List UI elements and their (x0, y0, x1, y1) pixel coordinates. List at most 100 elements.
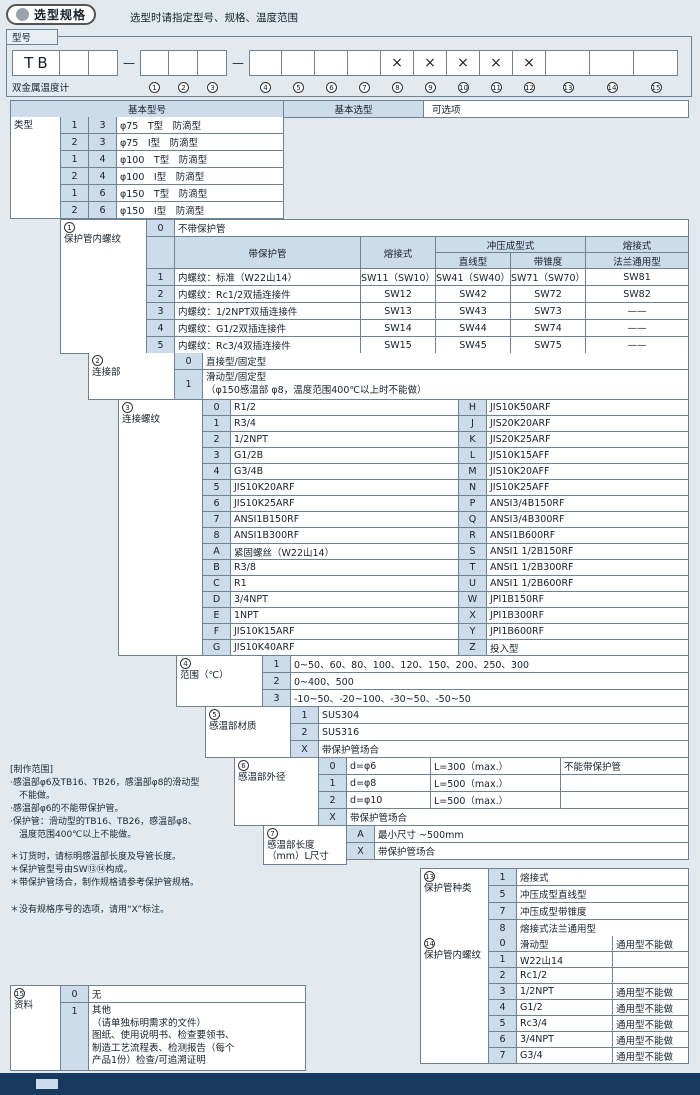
s7-row: X 带保护管场合 (347, 843, 689, 860)
type-description: φ100 T型 防滴型 (117, 151, 284, 168)
position-number: 14 (590, 81, 634, 93)
section-5-label: 5 感温部材质 (206, 707, 291, 758)
sw-straight: SW41（SW40） (436, 269, 511, 286)
position-number: 1 (140, 81, 169, 93)
option-code: 8 (489, 920, 517, 937)
type-code-2: 6 (89, 185, 117, 202)
option-code: K (459, 432, 487, 448)
option-code: E (203, 608, 231, 624)
circled-number: 14 (424, 938, 435, 949)
position-number: 12 (513, 81, 546, 93)
circled-number: 5 (209, 709, 220, 720)
option-code: 0 (489, 936, 517, 952)
type-code-2: 6 (89, 202, 117, 219)
model-digit-box (169, 50, 198, 76)
model-x-box: × (513, 50, 546, 76)
section-6-outer-diameter: 6 感温部外径 0 d=φ6 L=300（max.） 不能带保护管 1 d=φ8… (234, 758, 689, 826)
model-digit-box (60, 50, 89, 76)
thread-value: JIS10K25AFF (487, 480, 689, 496)
circled-number: 15 (14, 988, 25, 999)
option-code: 6 (203, 496, 231, 512)
thread-value: R3/8 (231, 560, 459, 576)
type-code-1: 2 (61, 134, 89, 151)
production-range-item: ·感温部φ6及TB16、TB26，感温部φ8的滑动型 不能做。 (10, 778, 200, 801)
option-code: 5 (489, 1016, 517, 1032)
s5-row: 2 SUS316 (291, 724, 689, 741)
thread-value: ANSI1B300RF (231, 528, 459, 544)
sw-welded: SW11（SW10） (361, 269, 436, 286)
model-label: 型号 (6, 29, 58, 45)
tube-type-value: 熔接式法兰通用型 (517, 920, 689, 937)
type-code-1: 2 (61, 168, 89, 185)
section-15-label: 15 资料 (11, 986, 61, 1071)
option-code: W (459, 592, 487, 608)
circled-number: 2 (178, 81, 189, 93)
thread-value: JPI1B300RF (487, 608, 689, 624)
sw-flange: SW82 (586, 286, 689, 303)
s14-row: 7 G3/4 通用型不能做 (489, 1048, 689, 1064)
ordering-note-item: ＊保护管型号由SW⑬⑭构成。 (10, 865, 133, 875)
s2-row: 1 滑动型/固定型 （φ150感温部 φ8，温度范围400℃以上时不能做） (175, 370, 689, 400)
position-number: 7 (348, 81, 381, 93)
options-header: 可选项 (424, 101, 689, 118)
s5-row: X 带保护管场合 (291, 741, 689, 758)
type-row: 2 6 φ150 I型 防滴型 (61, 202, 284, 219)
position-number: 4 (249, 81, 282, 93)
s6-row-last: X 带保护管场合 (319, 809, 689, 826)
option-code: 0 (175, 353, 203, 370)
section-5-material: 5 感温部材质 1 SUS304 2 SUS316 X 带保护管场合 (205, 707, 689, 758)
thread-value: JIS10K25ARF (231, 496, 459, 512)
model-number-row: TB — — × × × × × (12, 50, 678, 76)
type-row: 1 4 φ100 T型 防滴型 (61, 151, 284, 168)
s6-rows: 0 d=φ6 L=300（max.） 不能带保护管 1 d=φ8 L=500（m… (319, 758, 689, 809)
model-dash: — (232, 56, 244, 70)
s3-row: 1 R3/4 (203, 416, 459, 432)
section-1-protection-tube-thread: 1 保护管内螺纹 0 不带保护管 带保护管 熔接式 冲压成型式 直线型 带锥度 (60, 219, 689, 354)
type-code-2: 4 (89, 151, 117, 168)
type-section: 类型 1 3 φ75 T型 防滴型 2 3 φ75 I型 防滴型 1 4 φ10… (10, 117, 284, 219)
sw-tapered: SW71（SW70） (511, 269, 586, 286)
production-range-list: ·感温部φ6及TB16、TB26，感温部φ8的滑动型 不能做。·感温部φ6的不能… (10, 777, 242, 842)
model-digit-box (89, 50, 118, 76)
model-digit-box (282, 50, 315, 76)
thread-value: ANSI1 1/2B300RF (487, 560, 689, 576)
thread-value: 1/2NPT (517, 984, 613, 1000)
s14-row: 2 Rc1/2 (489, 968, 689, 984)
option-code: P (459, 496, 487, 512)
s3-row: L JIS10K15AFF (459, 448, 689, 464)
restriction-note: 通用型不能做 (613, 936, 689, 952)
section-14-label: 14 保护管内螺纹 (421, 936, 489, 1064)
basic-selection-header: 基本选型 (284, 101, 424, 118)
option-code: X (459, 608, 487, 624)
option-code: 0 (61, 986, 89, 1003)
type-row: 2 3 φ75 I型 防滴型 (61, 134, 284, 151)
position-number: 13 (546, 81, 590, 93)
position-number: 11 (480, 81, 513, 93)
option-code: A (347, 826, 375, 843)
s3-row: A 紧固螺丝（W22山14） (203, 544, 459, 560)
option-code: 0 (147, 220, 175, 237)
circled-number: 7 (267, 828, 278, 839)
length-value: L=500（max.） (431, 775, 561, 792)
option-code: 1 (175, 370, 203, 400)
thread-description: 内螺纹：Rc1/2双插连接件 (175, 286, 361, 303)
position-number: 3 (198, 81, 227, 93)
thread-value: JIS10K40ARF (231, 640, 459, 656)
option-code: 5 (147, 337, 175, 354)
s3-row: Z 投入型 (459, 640, 689, 656)
circled-number: 12 (524, 81, 535, 93)
circled-number: 13 (562, 81, 574, 93)
model-digit-box (198, 50, 227, 76)
thread-value: 3/4NPT (231, 592, 459, 608)
tapered-header: 带锥度 (511, 253, 586, 269)
section-4-range: 4 范围（℃） 1 0~50、60、80、100、120、150、200、250… (176, 656, 689, 707)
option-code: 2 (489, 968, 517, 984)
option-code: 1 (147, 269, 175, 286)
s3-row: M JIS10K20AFF (459, 464, 689, 480)
thread-value: JIS10K15AFF (487, 448, 689, 464)
title-badge: 选型规格 (6, 4, 97, 25)
model-digit-box (590, 50, 634, 76)
thread-value: JIS10K15ARF (231, 624, 459, 640)
x-mark-note: ＊没有规格序号的选项，请用“X”标注。 (10, 904, 255, 917)
